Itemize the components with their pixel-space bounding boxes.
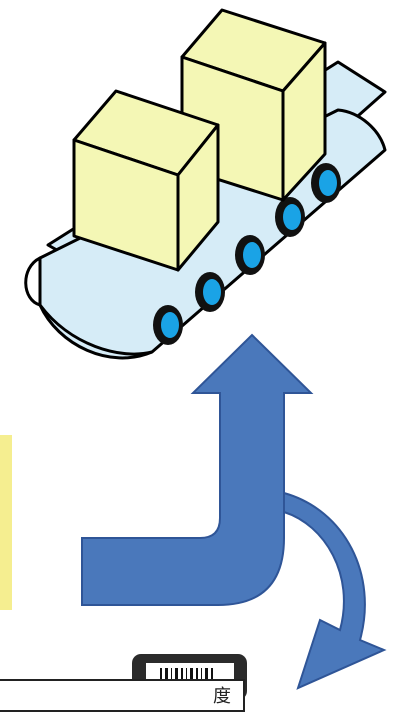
curved-arrow-icon — [283, 491, 387, 690]
rollers — [153, 163, 341, 345]
cargo-box-icon — [72, 89, 220, 272]
roller — [311, 163, 341, 203]
roller — [275, 197, 305, 237]
roller — [153, 305, 183, 345]
roller — [195, 272, 225, 312]
caption-box: 度 — [0, 679, 245, 712]
yellow-strip — [0, 435, 12, 610]
caption-text: 度 — [213, 686, 231, 706]
up-arrow-icon — [81, 333, 314, 606]
roller — [235, 235, 265, 275]
